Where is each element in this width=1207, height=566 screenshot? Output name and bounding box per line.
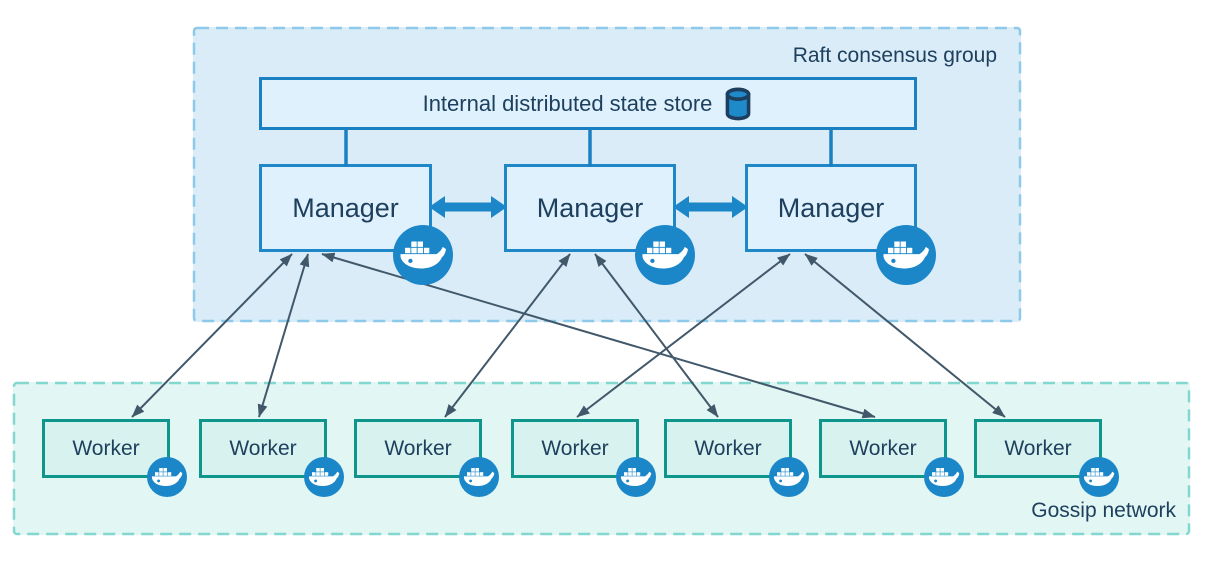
worker-node-2: Worker bbox=[199, 419, 327, 478]
manager-label: Manager bbox=[536, 192, 644, 223]
manager-node-1: Manager bbox=[259, 164, 432, 252]
worker-label: Worker bbox=[229, 436, 297, 460]
worker-node-6: Worker bbox=[819, 419, 947, 478]
database-cylinder-icon bbox=[726, 87, 751, 120]
manager-node-2: Manager bbox=[504, 164, 676, 252]
gossip-network-label: Gossip network bbox=[1031, 499, 1176, 522]
worker-node-4: Worker bbox=[511, 419, 639, 478]
gossip-network-group: Worker Worker Worker Worker Worker Worke… bbox=[13, 382, 1190, 535]
worker-node-5: Worker bbox=[664, 419, 792, 478]
state-store-label: Internal distributed state store bbox=[422, 90, 713, 116]
raft-consensus-group: Raft consensus group Internal distribute… bbox=[193, 27, 1021, 322]
worker-node-1: Worker bbox=[42, 419, 170, 478]
manager-node-3: Manager bbox=[745, 164, 917, 252]
worker-node-3: Worker bbox=[354, 419, 482, 478]
worker-label: Worker bbox=[1004, 436, 1072, 460]
worker-label: Worker bbox=[541, 436, 609, 460]
worker-label: Worker bbox=[384, 436, 452, 460]
worker-label: Worker bbox=[694, 436, 762, 460]
worker-label: Worker bbox=[849, 436, 917, 460]
worker-label: Worker bbox=[72, 436, 140, 460]
worker-node-7: Worker bbox=[974, 419, 1102, 478]
state-store-box: Internal distributed state store bbox=[259, 77, 917, 130]
raft-group-label: Raft consensus group bbox=[792, 44, 997, 67]
manager-label: Manager bbox=[292, 192, 399, 223]
manager-label: Manager bbox=[777, 192, 885, 223]
